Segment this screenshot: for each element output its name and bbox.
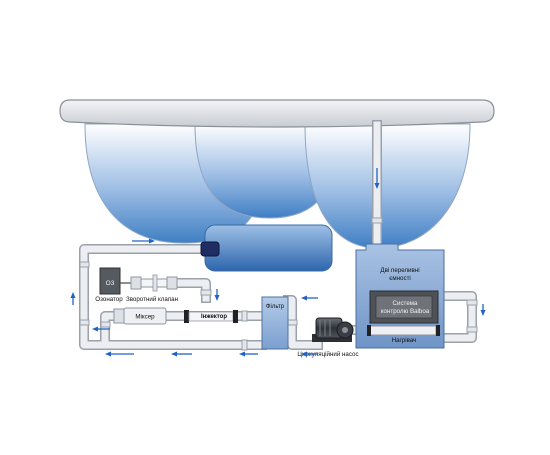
mixer-label: Міксер bbox=[135, 314, 155, 321]
injector: Інжектор bbox=[184, 310, 238, 323]
flow-arrows bbox=[70, 168, 486, 357]
spa-tub-bowls bbox=[84, 123, 471, 272]
flow-arrow-filter-in bbox=[301, 295, 318, 301]
filter-housing bbox=[261, 296, 289, 350]
ozonator: O3 Озонатор bbox=[95, 267, 132, 303]
pipe-fittings bbox=[79, 217, 478, 351]
circulation-pump-label: Циркуляційний насос bbox=[297, 351, 358, 358]
control-system-label-line1: Система bbox=[393, 300, 418, 307]
flow-arrow-top-pipe bbox=[132, 238, 155, 244]
spa-rim bbox=[59, 99, 495, 128]
ozonator-label: Озонатор bbox=[95, 296, 123, 303]
filter: Фільтр bbox=[261, 296, 289, 350]
flow-arrow-valve-down bbox=[214, 289, 220, 301]
heater: Нагрівач bbox=[367, 325, 440, 344]
control-system: Система контролю Balboa bbox=[369, 290, 439, 324]
flow-arrow-pump-left bbox=[301, 351, 318, 357]
flow-arrow-left-up bbox=[70, 292, 76, 305]
spa-footwell bbox=[204, 224, 333, 272]
flow-arrow-bottom-left-3 bbox=[239, 351, 258, 357]
ozonator-unit bbox=[99, 267, 121, 295]
injector-label: Інжектор bbox=[201, 314, 227, 320]
flow-arrow-bottom-left-2 bbox=[171, 351, 192, 357]
flow-arrow-heater-loop-down bbox=[480, 304, 486, 316]
check-valve: Зворотний клапан bbox=[126, 274, 178, 303]
suction-outlet bbox=[200, 241, 220, 257]
check-valve-label: Зворотний клапан bbox=[126, 296, 178, 303]
overflow-tank-label-line1: Дві переливні bbox=[380, 267, 419, 274]
mixer: Міксер bbox=[113, 307, 167, 325]
control-system-label-line2: контролю Balboa bbox=[381, 308, 430, 315]
ozonator-badge: O3 bbox=[106, 280, 115, 287]
flow-arrow-mixer-left bbox=[92, 326, 110, 332]
circulation-pump: Циркуляційний насос bbox=[297, 317, 359, 358]
filter-label: Фільтр bbox=[266, 304, 285, 310]
heater-label: Нагрівач bbox=[392, 337, 417, 344]
overflow-tank-label-line2: ємності bbox=[389, 275, 411, 282]
flow-arrow-bottom-left-1 bbox=[105, 351, 134, 357]
flow-arrow-return-vertical bbox=[374, 168, 380, 189]
